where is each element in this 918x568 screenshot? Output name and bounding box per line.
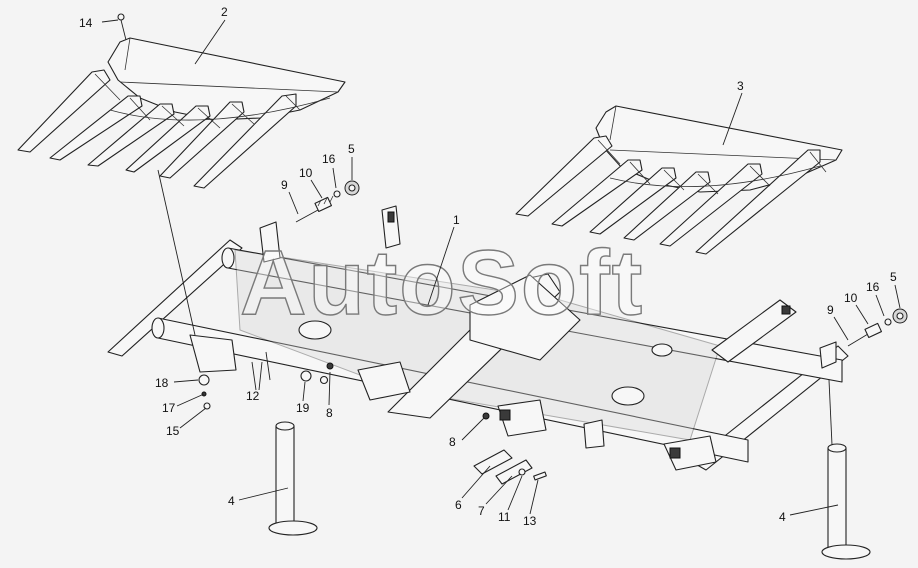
callout-4-left: 4: [228, 494, 235, 508]
watermark-text: AutoSoft: [240, 232, 644, 334]
callout-3: 3: [737, 79, 744, 93]
callout-12: 12: [246, 389, 260, 403]
callout-19: 19: [296, 401, 310, 415]
callout-4-right: 4: [779, 510, 786, 524]
callout-17: 17: [162, 401, 176, 415]
callout-18: 18: [155, 376, 169, 390]
callout-labels: 1 2 3 4 4 5 5 6 7 8 8 9 9 10 10 11 12 13…: [79, 5, 897, 528]
callout-8-left: 8: [326, 406, 333, 420]
callout-9-left: 9: [281, 178, 288, 192]
callout-5-right: 5: [890, 270, 897, 284]
callout-2: 2: [221, 5, 228, 19]
callout-14: 14: [79, 16, 93, 30]
fasteners: [117, 13, 908, 485]
callout-11: 11: [498, 510, 511, 524]
stand-right: [821, 443, 871, 560]
frame-assembly: [107, 205, 849, 471]
callout-16-right: 16: [866, 280, 880, 294]
callout-16-left: 16: [322, 152, 336, 166]
callout-15: 15: [166, 424, 180, 438]
divider-assembly-right: [515, 105, 843, 255]
leader-lines: [101, 19, 901, 516]
callout-9-right: 9: [827, 303, 834, 317]
callout-6: 6: [455, 498, 462, 512]
callout-10-right: 10: [844, 291, 858, 305]
divider-assembly-left: [17, 37, 346, 189]
stand-left: [268, 421, 318, 536]
callout-10-left: 10: [299, 166, 313, 180]
callout-13: 13: [523, 514, 537, 528]
callout-5-left: 5: [348, 142, 355, 156]
callout-8-center: 8: [449, 435, 456, 449]
callout-7: 7: [478, 504, 485, 518]
callout-1: 1: [453, 213, 460, 227]
